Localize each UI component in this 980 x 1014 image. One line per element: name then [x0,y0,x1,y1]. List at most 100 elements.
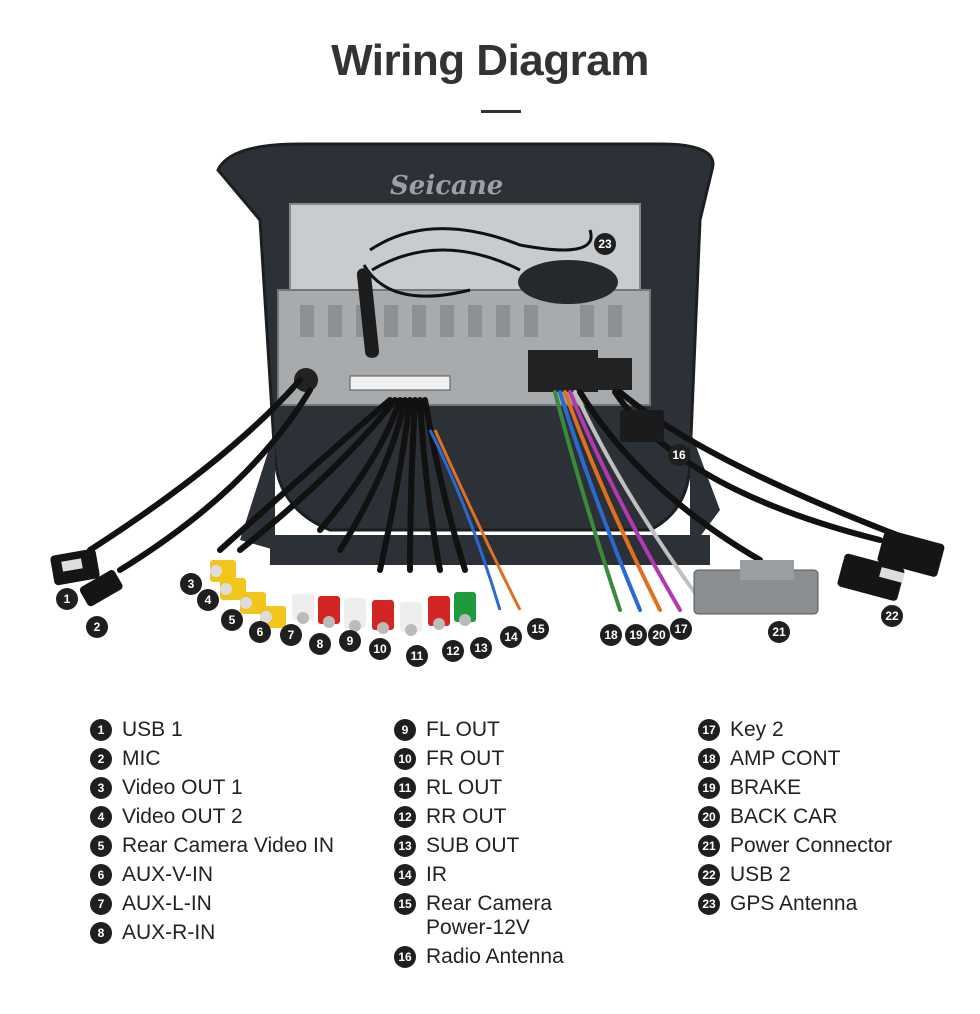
legend-number: 17 [698,719,720,741]
callout-8: 8 [309,633,331,655]
head-unit-diagram: Seicane [50,142,945,636]
legend-label: RR OUT [426,805,507,828]
rca-plugs [210,560,476,636]
callout-22: 22 [881,605,903,627]
legend-item: 3 Video OUT 1 [90,776,334,800]
legend-label: Key 2 [730,718,784,741]
callout-21: 21 [768,621,790,643]
legend-number: 16 [394,946,416,968]
legend-label: AUX-L-IN [122,892,212,915]
callout-3: 3 [180,573,202,595]
legend-label: AUX-V-IN [122,863,214,886]
callout-13: 13 [470,637,492,659]
legend-number: 6 [90,864,112,886]
callout-2: 2 [86,616,108,638]
legend-label: USB 2 [730,863,791,886]
callout-12: 12 [442,640,464,662]
legend-item: 4 Video OUT 2 [90,805,334,829]
legend-item: 19 BRAKE [698,776,892,800]
legend-label: USB 1 [122,718,183,741]
legend-item: 13 SUB OUT [394,834,594,858]
mic-plug [79,570,123,607]
legend-number: 14 [394,864,416,886]
rca-connector [349,375,451,391]
legend-label: Video OUT 2 [122,805,243,828]
callout-17: 17 [670,618,692,640]
legend-number: 7 [90,893,112,915]
callout-6: 6 [249,621,271,643]
callout-7: 7 [280,624,302,646]
legend-item: 18 AMP CONT [698,747,892,771]
legend-item: 10 FR OUT [394,747,594,771]
legend-item: 5 Rear Camera Video IN [90,834,334,858]
legend-label: AUX-R-IN [122,921,216,944]
callout-14: 14 [500,626,522,648]
legend-label: BRAKE [730,776,802,799]
callout-5: 5 [221,609,243,631]
legend-label: Video OUT 1 [122,776,243,799]
callout-20: 20 [648,624,670,646]
callout-1: 1 [56,588,78,610]
legend-item: 7 AUX-L-IN [90,892,334,916]
legend-label: GPS Antenna [730,892,858,915]
legend-label: FR OUT [426,747,505,770]
callout-11: 11 [406,645,428,667]
legend-item: 2 MIC [90,747,334,771]
radio-antenna-plug [620,410,664,442]
legend-item: 11 RL OUT [394,776,594,800]
legend-number: 9 [394,719,416,741]
legend-number: 13 [394,835,416,857]
legend-number: 15 [394,893,416,915]
legend-number: 11 [394,777,416,799]
legend-label: Rear Camera Video IN [122,834,335,857]
legend-number: 10 [394,748,416,770]
brand-label: Seicane [390,171,503,201]
callout-10: 10 [369,638,391,660]
legend-item: 12 RR OUT [394,805,594,829]
legend-item: 17 Key 2 [698,718,892,742]
legend-number: 18 [698,748,720,770]
antenna-socket [598,358,632,390]
legend-item: 8 AUX-R-IN [90,921,334,945]
legend-number: 4 [90,806,112,828]
legend-number: 3 [90,777,112,799]
page-title: Wiring Diagram [331,36,649,85]
legend-label: SUB OUT [426,834,520,857]
legend-item: 1 USB 1 [90,718,334,742]
legend-label: MIC [122,747,161,770]
wifi-antenna [356,268,380,358]
legend-number: 22 [698,864,720,886]
callout-18: 18 [600,624,622,646]
legend-number: 21 [698,835,720,857]
callout-15: 15 [527,618,549,640]
callout-16: 16 [668,444,690,466]
callout-9: 9 [339,630,361,652]
legend-label: IR [426,863,447,886]
legend-label: Rear Camera Power-12V [426,892,553,939]
callout-23: 23 [594,233,616,255]
main-connector [528,350,598,392]
legend-number: 19 [698,777,720,799]
legend-number: 23 [698,893,720,915]
legend-number: 12 [394,806,416,828]
legend-number: 1 [90,719,112,741]
legend-item: 15 Rear Camera Power-12V [394,892,594,940]
legend-label: RL OUT [426,776,503,799]
legend-number: 5 [90,835,112,857]
callout-19: 19 [625,624,647,646]
title-underline [481,110,521,113]
usb2-plug [877,529,945,577]
legend-number: 2 [90,748,112,770]
callout-4: 4 [197,589,219,611]
legend-label: AMP CONT [730,747,841,770]
legend-number: 20 [698,806,720,828]
legend-item: 6 AUX-V-IN [90,863,334,887]
legend-number: 8 [90,922,112,944]
